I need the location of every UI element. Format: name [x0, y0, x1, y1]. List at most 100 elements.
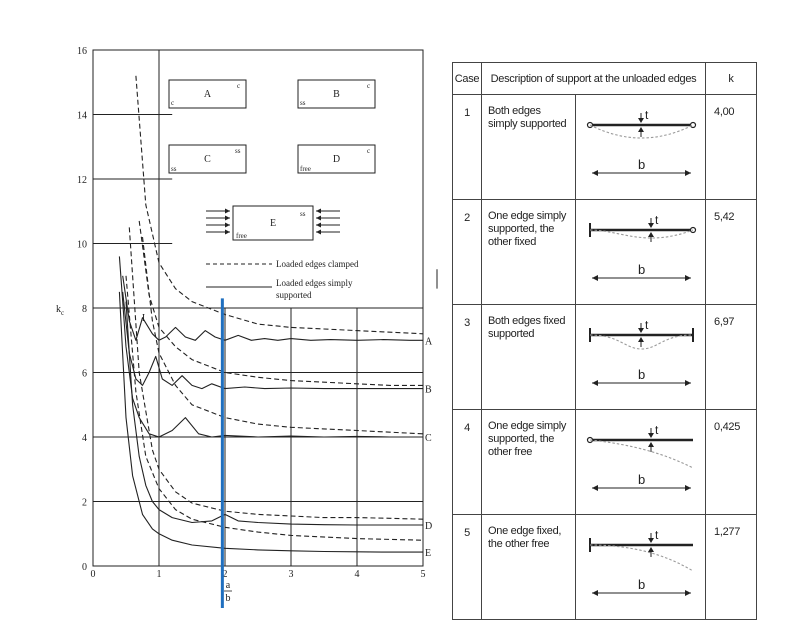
case-description: One edge simply supported, the other fre…	[481, 409, 576, 515]
legend-solid-label-1: Loaded edges simply	[276, 278, 353, 288]
inset-box-frame	[297, 79, 376, 109]
inset-box-frame	[168, 144, 247, 174]
series-line-dashed-0	[135, 75, 424, 335]
x-axis-title-num: a	[226, 580, 231, 591]
case-description: One edge simply supported, the other fix…	[481, 199, 576, 305]
inset-box-a: Acc	[168, 79, 247, 109]
case-k-value: 1,277	[705, 514, 758, 620]
y-tick-label: 4	[82, 433, 87, 444]
case-description: One edge fixed, the other free	[481, 514, 576, 620]
curve-label: E	[425, 548, 431, 559]
width-label: b	[638, 367, 645, 382]
plate-figure-ss-ss: tb	[586, 108, 697, 176]
deflection-curve	[589, 544, 694, 572]
series-line-solid-5	[122, 275, 423, 341]
chart-grid	[92, 49, 438, 567]
header-case: Case	[452, 62, 482, 95]
pin-support-right	[689, 121, 697, 129]
y-tick-label: 12	[77, 175, 87, 186]
series-line-solid-9	[118, 291, 423, 553]
series-line-solid-8	[125, 301, 423, 526]
series-line-solid-6	[122, 291, 423, 390]
legend-dashed-label: Loaded edges clamped	[276, 259, 359, 269]
thickness-arrowhead-top	[648, 223, 654, 228]
curve-label: A	[425, 336, 433, 347]
thickness-label: t	[645, 108, 649, 122]
y-tick-label: 2	[82, 498, 87, 509]
edge-mark-label: ss	[300, 99, 306, 107]
inset-box-frame	[297, 144, 376, 174]
width-label: b	[638, 577, 645, 592]
x-tick-label: 4	[355, 569, 360, 580]
load-arrowhead-left	[225, 222, 230, 228]
inset-box-label: A	[204, 89, 212, 100]
width-arrowhead-right	[685, 485, 691, 491]
plate-figure-fixed-ss: tb	[589, 213, 697, 281]
thickness-label: t	[655, 528, 659, 542]
width-arrowhead-left	[592, 590, 598, 596]
thickness-label: t	[655, 423, 659, 437]
curve-label: C	[425, 433, 432, 444]
edge-mark-label: free	[236, 232, 247, 240]
table-header-row: Case Description of support at the unloa…	[452, 62, 758, 95]
thickness-arrowhead-top	[648, 433, 654, 438]
width-label: b	[638, 262, 645, 277]
inset-box-frame	[232, 205, 314, 241]
y-tick-label: 8	[82, 304, 87, 315]
series-line-dashed-1	[138, 220, 423, 386]
plate-figure-fixed-fixed: tb	[589, 318, 694, 386]
width-arrowhead-left	[592, 485, 598, 491]
deflection-curve	[589, 334, 694, 350]
plate-figure-fixed-free: tb	[589, 528, 694, 596]
width-arrowhead-left	[592, 170, 598, 176]
load-arrowhead-right	[316, 208, 321, 214]
edge-mark-label: free	[300, 165, 311, 173]
edge-mark-label: ss	[171, 165, 177, 173]
thickness-arrowhead-bottom	[648, 442, 654, 447]
edge-mark-label: ss	[300, 210, 306, 218]
width-arrowhead-right	[685, 275, 691, 281]
thickness-label: t	[645, 318, 649, 332]
edge-mark-label: c	[237, 82, 240, 90]
load-arrowhead-left	[225, 208, 230, 214]
edge-mark-label: c	[367, 82, 370, 90]
inset-box-frame	[168, 79, 247, 109]
curve-label-i: I	[142, 313, 145, 324]
chart-curves	[118, 75, 424, 553]
x-tick-label: 0	[91, 569, 96, 580]
y-axis-title: kc	[56, 304, 64, 317]
y-tick-label: 6	[82, 369, 87, 380]
thickness-arrowhead-bottom	[648, 547, 654, 552]
x-tick-label: 1	[157, 569, 162, 580]
load-arrowhead-left	[225, 229, 230, 235]
load-arrowhead-right	[316, 229, 321, 235]
case-number: 4	[452, 409, 482, 515]
width-arrowhead-left	[592, 275, 598, 281]
load-arrowhead-right	[316, 222, 321, 228]
support-cases-table: Case Description of support at the unloa…	[452, 62, 758, 620]
series-line-dashed-4	[125, 275, 424, 541]
plate-figure-ss-free: tb	[586, 423, 694, 491]
x-tick-label: 5	[421, 569, 426, 580]
width-arrowhead-right	[685, 380, 691, 386]
curve-label: B	[425, 385, 432, 396]
width-arrowhead-right	[685, 590, 691, 596]
header-description: Description of support at the unloaded e…	[480, 62, 707, 95]
x-axis-title-den: b	[226, 593, 231, 604]
inset-box-label: D	[333, 154, 340, 165]
series-line-solid-7	[118, 256, 423, 438]
load-arrowhead-right	[316, 215, 321, 221]
